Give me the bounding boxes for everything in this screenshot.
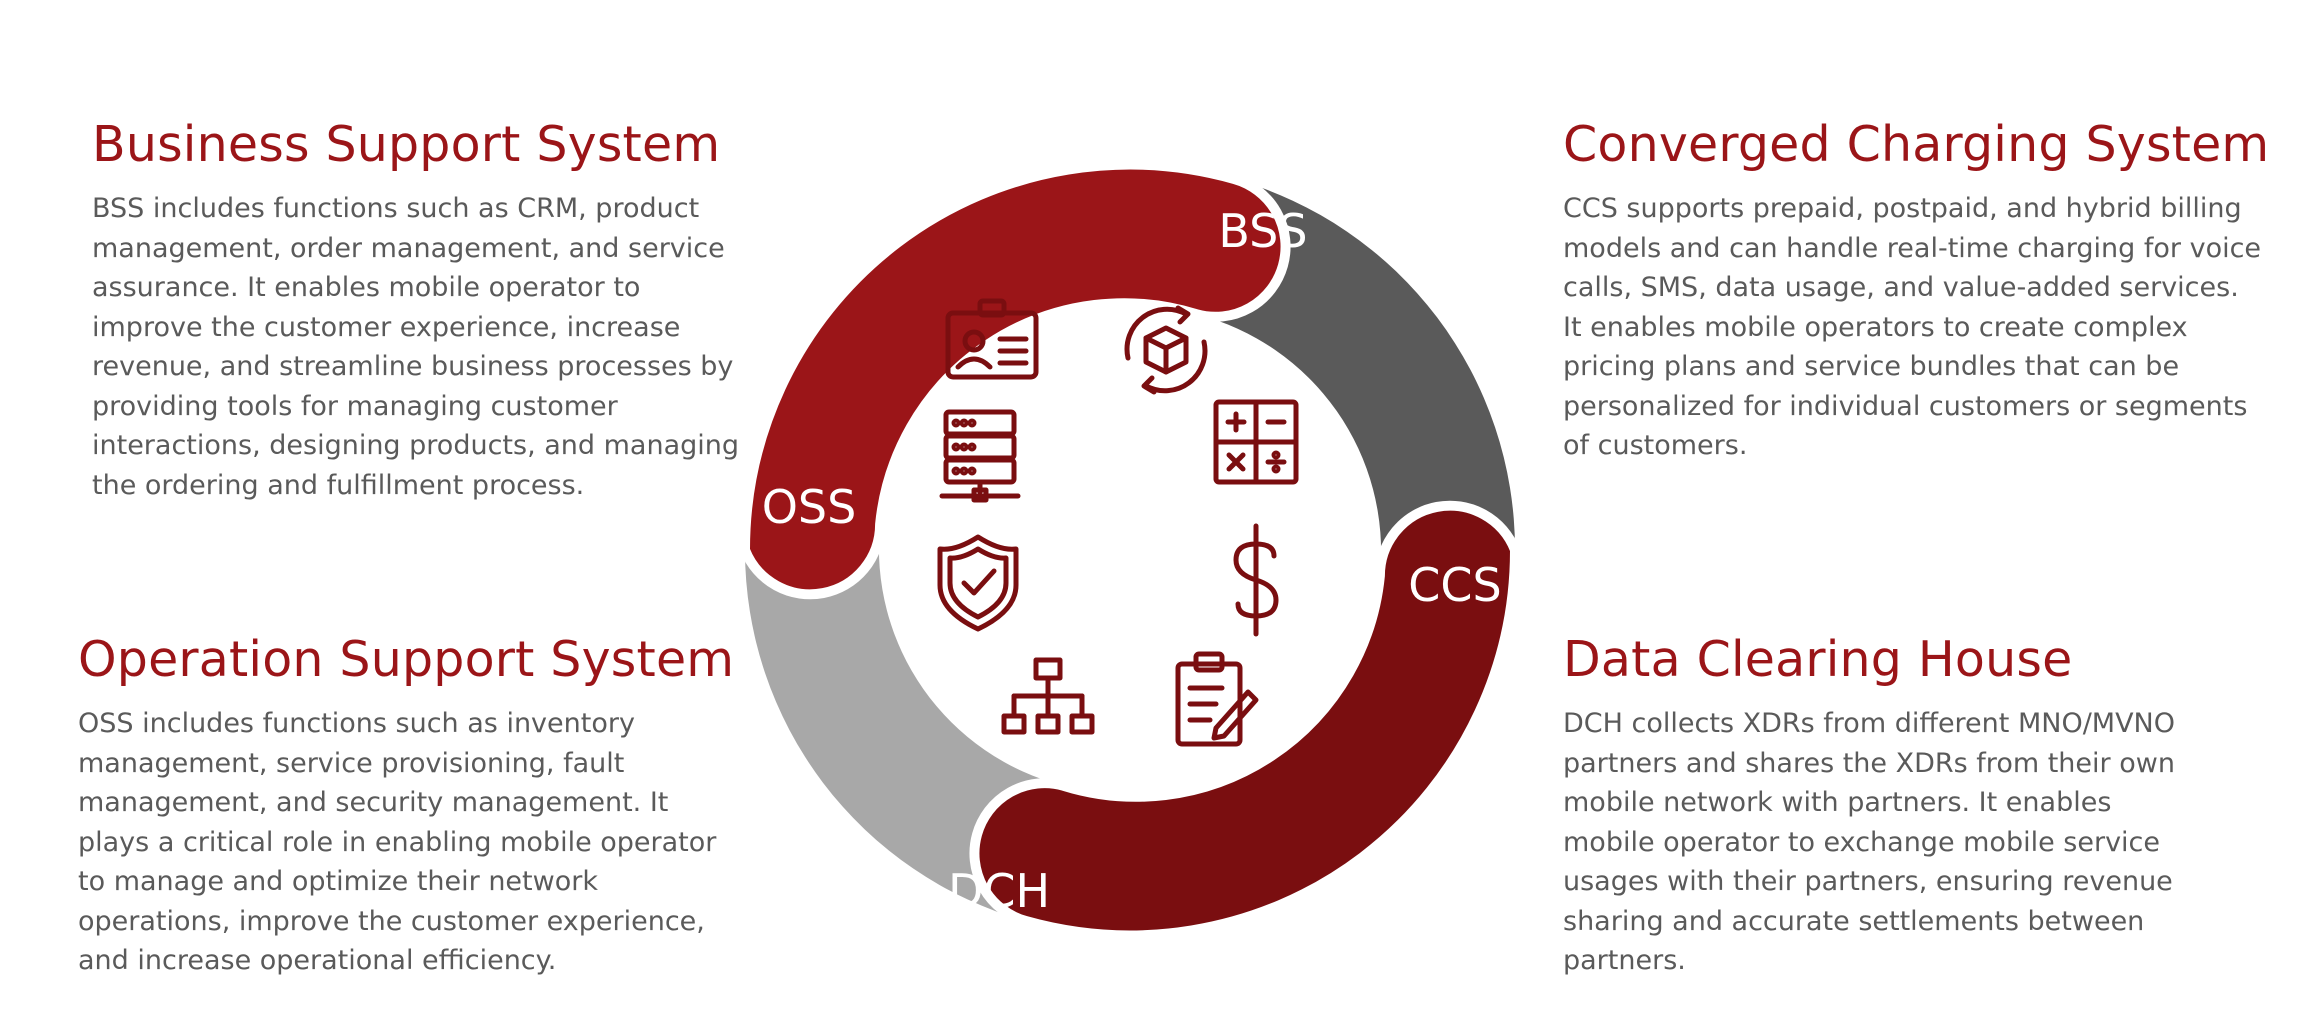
- segment-label-ccs: CCS: [1408, 558, 1501, 612]
- segment-label-oss: OSS: [762, 480, 857, 534]
- panel-ccs: Converged Charging System CCS supports p…: [1563, 115, 2270, 466]
- panel-oss-title: Operation Support System: [78, 631, 735, 688]
- shield-check-icon: [937, 534, 1019, 632]
- panel-bss-body: BSS includes functions such as CRM, prod…: [92, 193, 740, 501]
- icon-ring: [937, 298, 1299, 747]
- segment-label-dch: DCH: [948, 864, 1050, 918]
- panel-ccs-body: CCS supports prepaid, postpaid, and hybr…: [1563, 193, 2262, 461]
- panel-bss: Business Support System BSS includes fun…: [92, 115, 752, 505]
- cycle-segments: [739, 159, 1521, 941]
- cycle-diagram: BSS CCS OSS DCH: [739, 159, 1521, 941]
- panel-dch-body: DCH collects XDRs from different MNO/MVN…: [1563, 708, 2176, 976]
- panel-oss-body: OSS includes functions such as inventory…: [78, 708, 717, 976]
- panel-bss-title: Business Support System: [92, 116, 721, 173]
- id-card-icon: [945, 298, 1039, 380]
- calculator-icon: [1213, 399, 1299, 485]
- clipboard-pen-icon: [1175, 651, 1259, 747]
- segment-dch: [969, 500, 1521, 941]
- panel-dch-title: Data Clearing House: [1563, 631, 2073, 688]
- segment-bss: [739, 159, 1291, 600]
- panel-dch: Data Clearing House DCH collects XDRs fr…: [1563, 630, 2203, 981]
- segment-label-bss: BSS: [1218, 204, 1307, 258]
- panel-oss: Operation Support System OSS includes fu…: [78, 630, 735, 981]
- panel-ccs-title: Converged Charging System: [1563, 116, 2270, 173]
- hierarchy-icon: [1001, 657, 1095, 735]
- server-rack-icon: [939, 409, 1021, 503]
- package-cycle-icon: [1124, 305, 1208, 395]
- dollar-icon: [1233, 523, 1279, 637]
